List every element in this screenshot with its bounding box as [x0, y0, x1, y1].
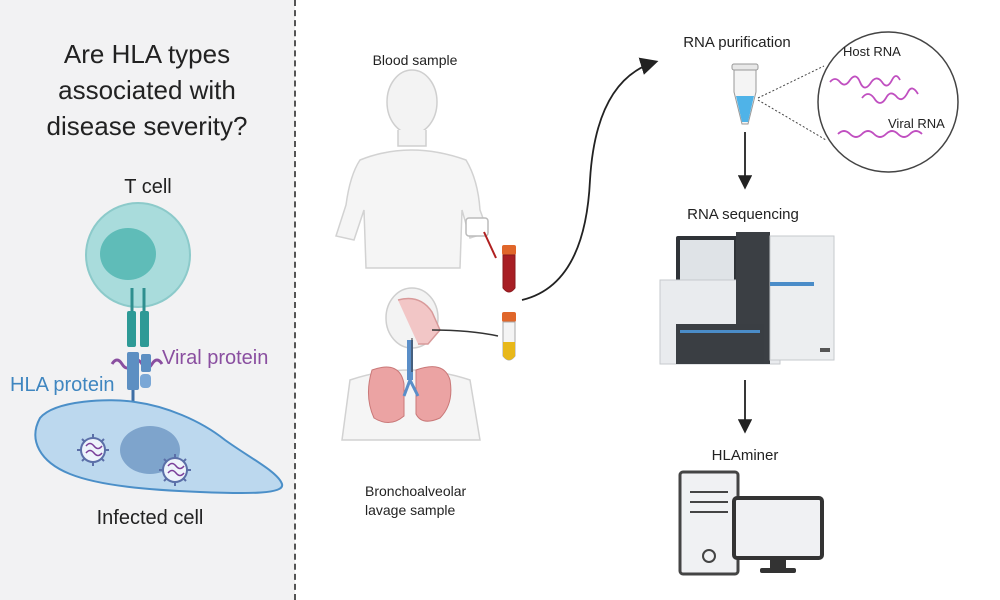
t-cell-label: T cell: [124, 176, 172, 198]
hlaminer-label: HLAminer: [711, 447, 779, 464]
bal-label-line1: Bronchoalveolar: [365, 483, 467, 499]
research-question: Are HLA types associated with disease se…: [46, 39, 248, 141]
zoom-line: [757, 65, 825, 99]
virus-icon: [77, 434, 109, 466]
blood-tube-icon: [502, 245, 516, 293]
sequencer-icon: [659, 232, 835, 365]
infected-cell-label: Infected cell: [96, 507, 204, 529]
bal-person-icon: [341, 287, 499, 441]
viral-rna-label: Viral RNA: [888, 116, 945, 131]
host-rna-label: Host RNA: [843, 44, 901, 59]
viral-protein-label: Viral protein: [162, 347, 269, 369]
rna-tube-icon: [731, 63, 759, 125]
zoom-line: [757, 99, 827, 141]
bal-sample-label: Bronchoalveolar lavage sample: [365, 482, 485, 520]
rna-zoom-circle: [817, 31, 959, 173]
hla-protein-label: HLA protein: [10, 374, 115, 396]
blood-sample-label: Blood sample: [372, 52, 458, 68]
rna-sequencing-label: RNA sequencing: [687, 206, 799, 223]
viral-rna-strand-icon: [837, 130, 923, 138]
virus-icon: [159, 454, 191, 486]
sample-to-purification-arrow: [521, 57, 659, 301]
rna-purification-label: RNA purification: [683, 34, 791, 51]
host-rna-strand-icon: [829, 75, 901, 89]
t-cell-icon: [85, 202, 191, 308]
panel-divider: [294, 0, 296, 600]
bal-label-line2: lavage sample: [365, 502, 456, 518]
t-cell-receptor-icon: [127, 288, 149, 347]
blood-sample-person-icon: [335, 69, 497, 269]
computer-icon: [678, 470, 824, 576]
bal-tube-icon: [502, 312, 516, 361]
infected-cell-icon: [34, 399, 284, 495]
host-rna-strand-icon: [861, 87, 919, 104]
hla-protein-icon: [127, 352, 151, 404]
